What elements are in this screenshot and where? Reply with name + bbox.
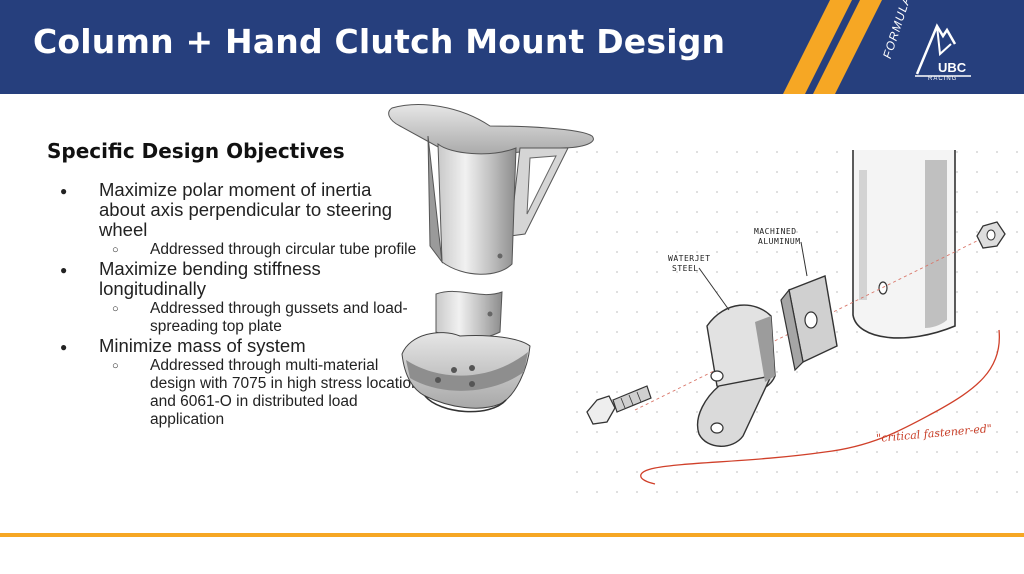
- slide-title: Column + Hand Clutch Mount Design: [33, 22, 726, 61]
- objective-item: Maximize bending stiffness longitudinall…: [60, 259, 420, 299]
- objective-item: Maximize polar moment of inertia about a…: [60, 180, 420, 240]
- objectives-heading: Specific Design Objectives: [47, 139, 345, 163]
- objective-subitem: Addressed through multi-material design …: [60, 357, 420, 429]
- objective-subitem: Addressed through circular tube profile: [60, 241, 420, 259]
- logo-racing-text: RACING: [928, 76, 958, 82]
- orange-stripes-decoration: [783, 0, 882, 94]
- objective-subitem: Addressed through gussets and load-sprea…: [60, 300, 420, 336]
- objectives-list: Maximize polar moment of inertia about a…: [60, 180, 420, 429]
- label-waterjet: WATERJET: [668, 254, 711, 263]
- hand-clutch-mount-sketch: [575, 150, 1024, 500]
- formula-ubc-logo-icon: [915, 23, 971, 77]
- footer-divider: [0, 533, 1024, 537]
- label-steel: STEEL: [672, 264, 699, 273]
- label-aluminum: ALUMINUM: [758, 237, 801, 246]
- label-machined: MACHINED: [754, 227, 797, 236]
- header-banner: Column + Hand Clutch Mount Design FORMUL…: [0, 0, 1024, 94]
- column-mount-cad-render: [388, 104, 594, 413]
- logo-ubc-text: UBC: [938, 60, 967, 75]
- objective-item: Minimize mass of system: [60, 336, 420, 358]
